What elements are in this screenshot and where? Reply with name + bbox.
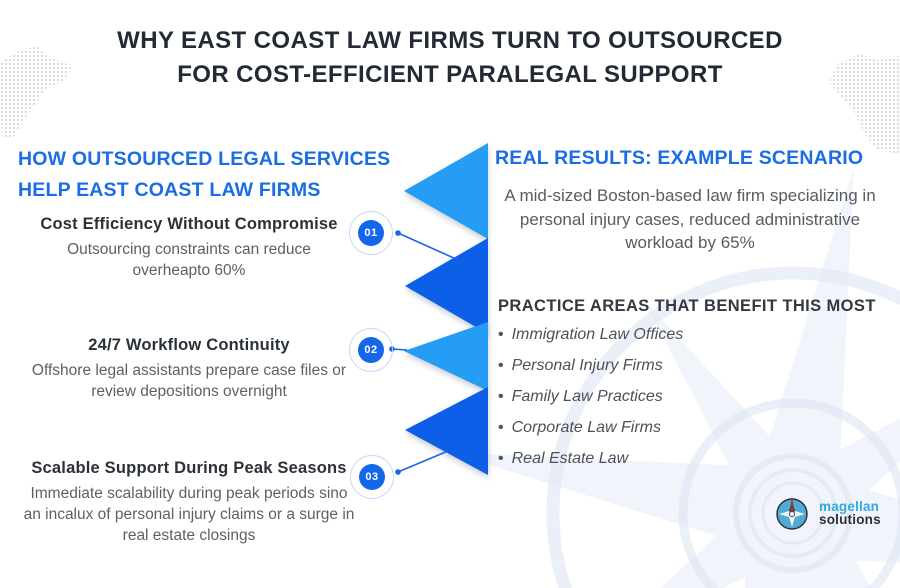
practice-area-item: • Personal Injury Firms: [498, 357, 683, 374]
benefit-item-3-description: Immediate scalability during peak period…: [23, 485, 355, 544]
page-title-line2: FOR COST-EFFICIENT PARALEGAL SUPPORT: [177, 61, 723, 88]
number-badge-3-label: 03: [359, 464, 385, 490]
number-badge-2-label: 02: [358, 337, 384, 363]
practice-area-item: • Real Estate Law: [498, 450, 683, 467]
bullet-icon: •: [498, 326, 504, 343]
number-badge-1-label: 01: [358, 220, 384, 246]
compass-icon: [776, 496, 808, 530]
triangle-2: [405, 238, 488, 334]
left-heading-line1: HOW OUTSOURCED LEGAL SERVICES: [18, 148, 391, 170]
connector-line-1: [397, 232, 457, 260]
benefit-item-1-description: Outsourcing constraints can reduce overh…: [67, 241, 311, 279]
practice-area-item: • Corporate Law Firms: [498, 419, 683, 436]
practice-area-label: Immigration Law Offices: [511, 326, 684, 343]
connector-line-3: [397, 450, 449, 473]
bullet-icon: •: [498, 357, 504, 374]
benefit-item-2: 24/7 Workflow Continuity Offshore legal …: [20, 336, 358, 402]
compass-rings: [546, 266, 900, 588]
practice-area-item: • Family Law Practices: [498, 388, 683, 405]
right-section-heading: REAL RESULTS: EXAMPLE SCENARIO: [495, 147, 864, 169]
left-heading-line2: HELP EAST COAST LAW FIRMS: [18, 179, 321, 201]
page-title: WHY EAST COAST LAW FIRMS TURN TO OUTSOUR…: [0, 24, 900, 92]
practice-area-item: • Immigration Law Offices: [498, 326, 683, 343]
connector-dot-3: [395, 469, 401, 475]
benefit-item-2-title: 24/7 Workflow Continuity: [88, 336, 290, 354]
triangle-1: [404, 143, 488, 239]
benefit-item-3-title: Scalable Support During Peak Seasons: [31, 459, 347, 477]
logo-brand-line2: solutions: [819, 512, 881, 527]
benefit-item-3: Scalable Support During Peak Seasons Imm…: [20, 459, 358, 546]
bullet-icon: •: [498, 419, 504, 436]
bullet-icon: •: [498, 450, 504, 467]
practice-area-label: Personal Injury Firms: [511, 357, 663, 374]
practice-areas-list: • Immigration Law Offices • Personal Injur…: [498, 326, 683, 481]
logo-brand-line1: magellan: [819, 499, 880, 514]
benefit-item-2-description: Offshore legal assistants prepare case f…: [31, 362, 347, 400]
practice-area-label: Family Law Practices: [511, 388, 663, 405]
number-badge-2: 02: [349, 328, 393, 372]
triangle-4: [405, 387, 488, 475]
left-section-heading: HOW OUTSOURCED LEGAL SERVICES HELP EAST …: [18, 144, 390, 206]
logo-wordmark: magellan solutions: [819, 499, 881, 527]
bullet-icon: •: [498, 388, 504, 405]
scenario-text: A mid-sized Boston-based law firm specia…: [504, 186, 876, 252]
triangle-3: [404, 322, 488, 391]
number-badge-1: 01: [349, 211, 393, 255]
benefit-item-1-title: Cost Efficiency Without Compromise: [40, 215, 338, 233]
practice-area-label: Real Estate Law: [511, 450, 629, 467]
practice-areas-heading: PRACTICE AREAS THAT BENEFIT THIS MOST: [498, 297, 876, 315]
page-title-line1: WHY EAST COAST LAW FIRMS TURN TO OUTSOUR…: [117, 27, 783, 54]
number-badge-3: 03: [350, 455, 394, 499]
connector-dot-1: [395, 230, 401, 236]
practice-area-label: Corporate Law Firms: [511, 419, 661, 436]
benefit-item-1: Cost Efficiency Without Compromise Outso…: [20, 215, 358, 281]
magellan-solutions-logo: magellan solutions: [772, 493, 881, 533]
